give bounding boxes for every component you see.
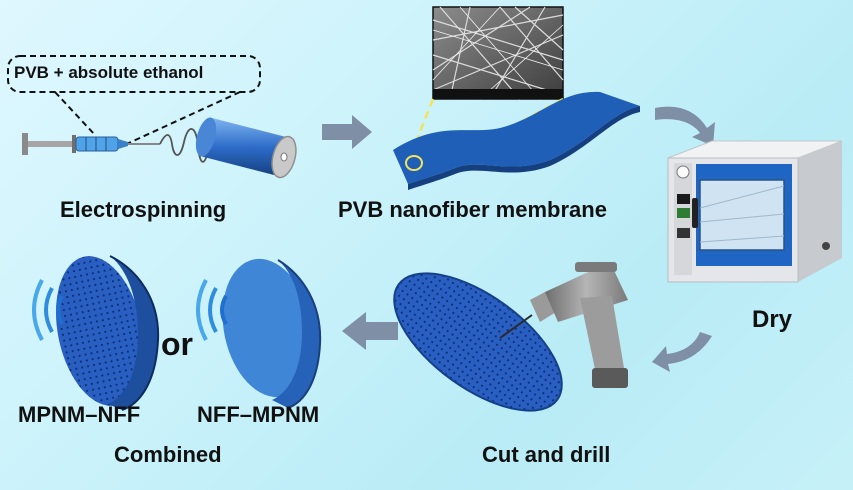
sound-wave-icon: [196, 279, 228, 341]
or-label: or: [161, 326, 193, 362]
sem-image: [432, 6, 564, 100]
drying-oven-icon: [667, 140, 843, 283]
nanofiber-membrane: [393, 91, 640, 190]
arrow-curved-from-oven: [652, 332, 712, 372]
dry-label: Dry: [752, 306, 793, 333]
combined-label: Combined: [114, 442, 222, 467]
collector-roll-icon: [195, 117, 297, 179]
mpnm-nff-block: [55, 255, 160, 411]
arrow-right-1: [322, 115, 372, 149]
nff-mpnm-label: NFF–MPNM: [197, 402, 320, 427]
nff-mpnm-block: [222, 258, 322, 409]
arrow-curved-to-oven: [655, 106, 715, 146]
solution-callout: [7, 55, 261, 149]
perforated-disc: [393, 272, 563, 412]
arrow-left: [342, 312, 398, 350]
electrospinning-label: Electrospinning: [60, 197, 227, 222]
solution-label: PVB + absolute ethanol: [14, 63, 204, 82]
membrane-label: PVB nanofiber membrane: [338, 197, 607, 222]
mpnm-nff-label: MPNM–NFF: [18, 402, 141, 427]
drill-icon: [499, 262, 628, 388]
cut-drill-label: Cut and drill: [482, 442, 611, 467]
sound-wave-icon: [32, 279, 64, 341]
syringe-icon: [22, 133, 160, 155]
